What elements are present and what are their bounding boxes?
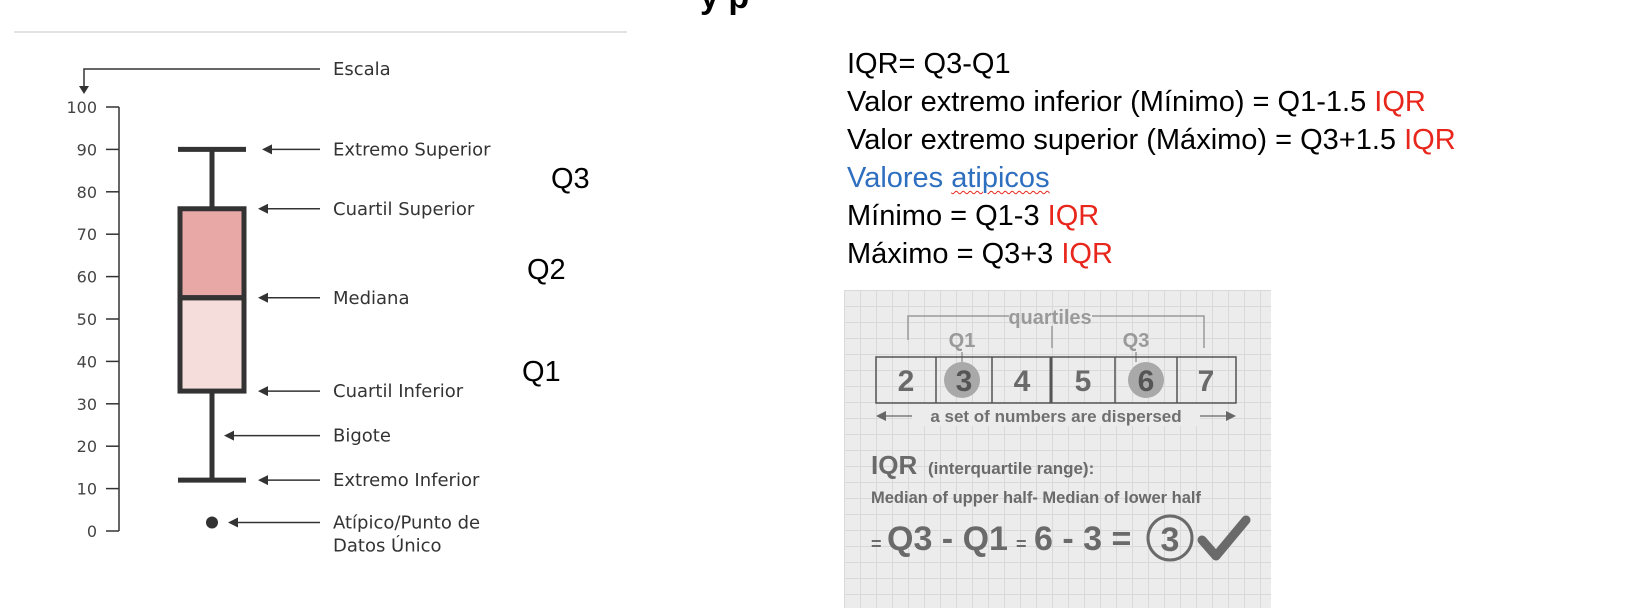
y-tick-label: 60 xyxy=(77,268,97,287)
label-lower-extreme: Extremo Inferior xyxy=(333,470,480,491)
y-tick-label: 0 xyxy=(87,522,97,541)
number-cell: 2 xyxy=(898,365,915,398)
equation-6-3: 6 - 3 = xyxy=(1034,520,1131,558)
highlight-circle-q3 xyxy=(1128,362,1164,398)
caption-backdrop xyxy=(912,404,1200,426)
y-tick-label: 20 xyxy=(77,437,97,456)
cut-off-title: y p xyxy=(700,0,749,17)
caption-text: a set of numbers are dispersed xyxy=(930,407,1181,426)
highlight-circle-q1 xyxy=(944,362,980,398)
number-cell: 3 xyxy=(956,365,973,398)
arrow-upper-extreme-head xyxy=(262,144,272,155)
caption-arrow-left xyxy=(876,411,886,421)
arrow-whisker-head xyxy=(224,430,234,441)
arrow-median-head xyxy=(258,292,268,303)
equation-q3-q1: Q3 - Q1 xyxy=(887,520,1008,558)
scale-arrow-line xyxy=(83,68,320,88)
arrow-lower-quartile-head xyxy=(258,386,268,397)
label-outlier-line1: Atípico/Punto de xyxy=(333,513,480,534)
y-tick-label: 30 xyxy=(77,395,97,414)
number-cell: 5 xyxy=(1075,365,1092,398)
lower-box xyxy=(177,295,247,394)
number-row-frame xyxy=(875,356,1237,404)
arrow-upper-quartile-head xyxy=(258,203,268,214)
formula-block: IQR= Q3-Q1 Valor extremo inferior (Mínim… xyxy=(847,45,1456,273)
pointer-arrows xyxy=(224,144,320,528)
y-tick-label: 100 xyxy=(66,98,97,117)
iqr-description: Median of upper half- Median of lower ha… xyxy=(871,489,1202,507)
formula-upper-extreme: Valor extremo superior (Máximo) = Q3+1.5… xyxy=(847,121,1456,159)
label-median: Mediana xyxy=(333,288,410,309)
number-cell: 4 xyxy=(1014,365,1031,398)
q3-figure-label: Q3 xyxy=(1123,330,1150,352)
formula-max-text: Máximo = Q3+3 xyxy=(847,238,1062,270)
formula-upper-text: Valor extremo superior (Máximo) = Q3+1.5 xyxy=(847,124,1405,156)
label-upper-quartile: Cuartil Superior xyxy=(333,199,475,220)
iqr-token: IQR xyxy=(1404,124,1456,156)
label-whisker: Bigote xyxy=(333,426,391,447)
result-value: 3 xyxy=(1161,521,1180,559)
quartiles-bracket-left xyxy=(907,315,1009,340)
q3-tag: Q3 xyxy=(551,163,590,195)
y-tick-label: 50 xyxy=(77,310,97,329)
outliers-word1: Valores xyxy=(847,162,952,194)
formula-lower-extreme: Valor extremo inferior (Mínimo) = Q1-1.5… xyxy=(847,83,1456,121)
iqr-paren: (interquartile range): xyxy=(928,459,1094,478)
formula-lower-text: Valor extremo inferior (Mínimo) = Q1-1.5 xyxy=(847,86,1375,118)
top-divider xyxy=(14,31,627,33)
y-tick-label: 70 xyxy=(77,225,97,244)
iqr-heading: IQR xyxy=(871,450,917,480)
outlier-point xyxy=(206,516,218,529)
quartiles-bracket-right xyxy=(1092,315,1205,348)
y-tick-label: 40 xyxy=(77,352,97,371)
iqr-token: IQR xyxy=(1047,200,1100,232)
label-lower-quartile: Cuartil Inferior xyxy=(333,381,464,402)
q1-figure-label: Q1 xyxy=(949,330,976,352)
label-upper-extreme: Extremo Superior xyxy=(333,139,491,160)
formula-iqr: IQR= Q3-Q1 xyxy=(847,48,1011,80)
quartile-illustration: quartiles Q1 Q3 2 3 4 5 6 7 a set of numbers … xyxy=(844,290,1271,608)
quartiles-title: quartiles xyxy=(1008,307,1091,329)
number-cell: 7 xyxy=(1198,365,1215,398)
q1-tag: Q1 xyxy=(522,356,561,388)
y-tick-label: 90 xyxy=(77,140,97,159)
iqr-token: IQR xyxy=(1374,86,1426,118)
result-circle xyxy=(1146,514,1194,562)
formula-max: Máximo = Q3+3 IQR xyxy=(847,235,1456,273)
label-outlier-line2: Datos Único xyxy=(333,535,442,557)
arrow-outlier-head xyxy=(228,517,238,528)
y-tick-label: 80 xyxy=(77,183,97,202)
equals-sign-2: = xyxy=(1016,534,1027,554)
number-cell: 6 xyxy=(1138,365,1155,398)
number-cells: 2 3 4 5 6 7 xyxy=(898,365,1215,398)
outliers-heading: Valores atipicos xyxy=(847,159,1456,197)
scale-arrow-head xyxy=(79,86,89,94)
outliers-word2: atipicos xyxy=(951,162,1050,194)
checkmark-icon xyxy=(1197,515,1251,561)
y-tick-label: 10 xyxy=(77,480,97,499)
q2-tag: Q2 xyxy=(527,254,566,286)
upper-box xyxy=(177,206,247,301)
arrow-lower-extreme-head xyxy=(258,475,268,486)
formula-min-text: Mínimo = Q1-3 xyxy=(847,200,1048,232)
label-scale: Escala xyxy=(333,59,391,80)
formula-min: Mínimo = Q1-3 IQR xyxy=(847,197,1456,235)
equals-sign-1: = xyxy=(871,534,882,554)
quartile-figure: quartiles Q1 Q3 2 3 4 5 6 7 a set of numbers … xyxy=(871,307,1251,562)
caption-arrow-right xyxy=(1226,411,1236,421)
iqr-token: IQR xyxy=(1061,238,1113,270)
